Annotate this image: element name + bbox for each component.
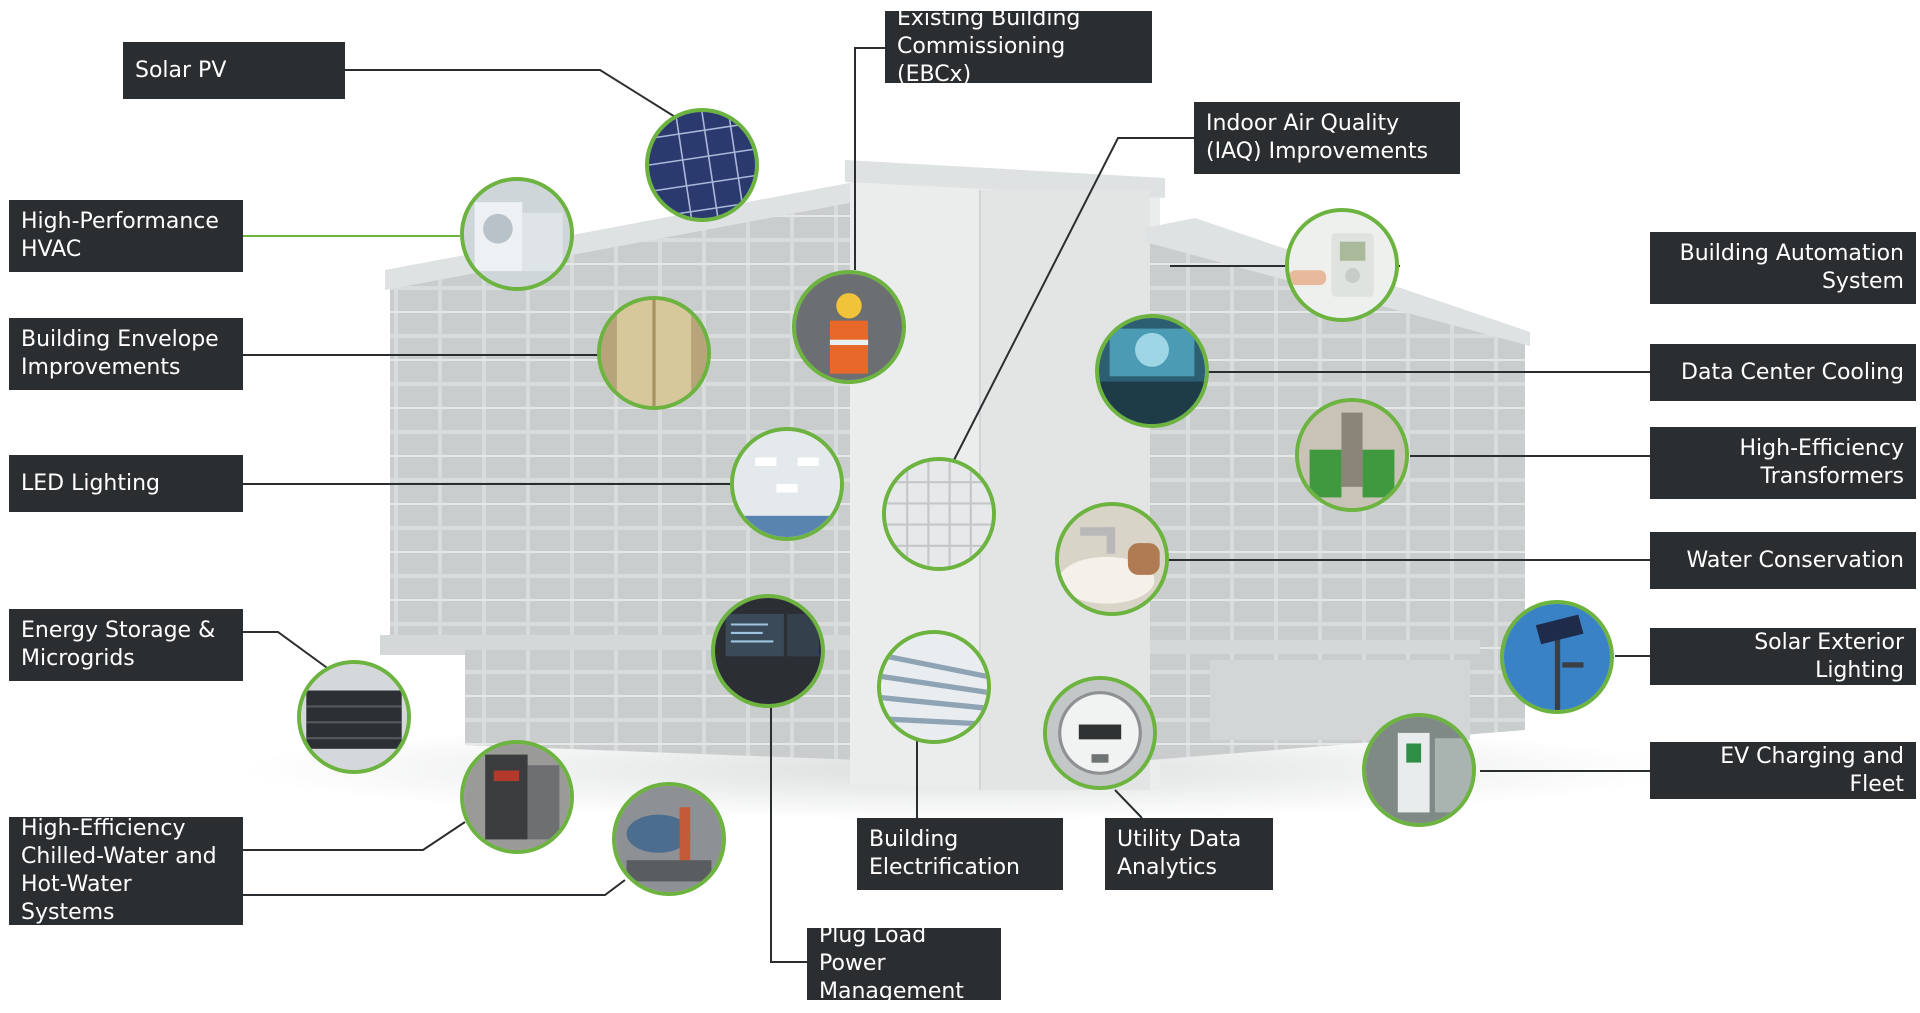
- cooling-fan-icon: [1099, 318, 1205, 424]
- label-chilled: High-Efficiency Chilled-Water and Hot-Wa…: [9, 816, 243, 925]
- label-led: LED Lighting: [9, 455, 243, 512]
- transformer-icon: [1299, 402, 1405, 508]
- solar-pv-bubble: [645, 108, 759, 222]
- ceiling-light-icon: [734, 431, 840, 537]
- boiler-icon: [464, 744, 570, 850]
- air-filter-icon: [886, 461, 992, 567]
- datacenter-bubble: [1095, 314, 1209, 428]
- label-storage: Energy Storage & Microgrids: [9, 609, 243, 681]
- label-hvac: High-Performance HVAC: [9, 200, 243, 272]
- electrification-bubble: [877, 630, 991, 744]
- solar-ext-bubble: [1500, 600, 1614, 714]
- label-led-text: LED Lighting: [21, 470, 161, 496]
- label-datacenter-text: Data Center Cooling: [1681, 359, 1904, 385]
- faucet-icon: [1059, 506, 1165, 612]
- label-datacenter: Data Center Cooling: [1650, 344, 1916, 401]
- label-utility-text: Utility Data Analytics: [1117, 827, 1242, 880]
- ev-bubble: [1362, 713, 1476, 827]
- label-ev: EV Charging and Fleet: [1650, 742, 1916, 799]
- label-hvac-text: High-Performance HVAC: [21, 209, 219, 262]
- led-bubble: [730, 427, 844, 541]
- ebcx-bubble: [792, 270, 906, 384]
- label-iaq: Indoor Air Quality (IAQ) Improvements: [1194, 102, 1460, 174]
- label-solar-pv-text: Solar PV: [135, 57, 227, 83]
- chilled-1-bubble: [460, 740, 574, 854]
- leader-line-chilled-1: [243, 821, 466, 851]
- hvac-unit-icon: [464, 181, 570, 287]
- label-utility: Utility Data Analytics: [1105, 818, 1273, 890]
- leader-line-chilled-2: [243, 879, 626, 896]
- battery-icon: [301, 664, 407, 770]
- transformers-bubble: [1295, 398, 1409, 512]
- chilled-2-bubble: [612, 782, 726, 896]
- iaq-bubble: [882, 457, 996, 571]
- label-bas-text: Building Automation System: [1679, 241, 1904, 294]
- ev-charger-icon: [1366, 717, 1472, 823]
- envelope-bubble: [597, 296, 711, 410]
- label-electrification-text: Building Electrification: [869, 827, 1021, 880]
- label-ev-text: EV Charging and Fleet: [1720, 743, 1904, 797]
- leader-line-plug: [770, 690, 807, 963]
- plug-bubble: [711, 594, 825, 708]
- leader-line-utility: [1114, 789, 1143, 819]
- thermostat-icon: [1289, 212, 1395, 318]
- label-envelope-text: Building Envelope Improvements: [21, 327, 219, 380]
- conduit-icon: [881, 634, 987, 740]
- utility-bubble: [1043, 676, 1157, 790]
- leader-lines: [243, 47, 1650, 963]
- label-envelope: Building Envelope Improvements: [9, 318, 243, 390]
- label-plug: Plug Load Power Management: [807, 923, 1001, 1004]
- leader-line-solar-pv: [345, 69, 681, 121]
- solar-streetlight-icon: [1504, 604, 1610, 710]
- insulation-icon: [601, 300, 707, 406]
- chiller-icon: [616, 786, 722, 892]
- label-plug-text: Plug Load Power Management: [819, 923, 964, 1004]
- worker-icon: [796, 274, 902, 380]
- label-water-text: Water Conservation: [1686, 547, 1904, 573]
- water-bubble: [1055, 502, 1169, 616]
- label-bas: Building Automation System: [1650, 232, 1916, 304]
- label-transformers-text: High-Efficiency Transformers: [1739, 436, 1904, 489]
- label-electrification: Building Electrification: [857, 818, 1063, 890]
- hvac-bubble: [460, 177, 574, 291]
- label-ebcx: Existing Building Commissioning (EBCx): [885, 6, 1152, 87]
- meter-icon: [1047, 680, 1153, 786]
- label-water: Water Conservation: [1650, 532, 1916, 589]
- monitor-icon: [715, 598, 821, 704]
- label-chilled-text: High-Efficiency Chilled-Water and Hot-Wa…: [21, 816, 217, 925]
- label-transformers: High-Efficiency Transformers: [1650, 427, 1916, 499]
- label-storage-text: Energy Storage & Microgrids: [21, 618, 216, 671]
- leader-line-iaq: [953, 137, 1194, 461]
- leader-line-ebcx: [854, 47, 885, 270]
- label-solar-ext: Solar Exterior Lighting: [1650, 628, 1916, 685]
- leader-line-storage: [243, 631, 331, 671]
- label-solar-pv: Solar PV: [123, 42, 345, 99]
- label-ebcx-text: Existing Building Commissioning (EBCx): [897, 6, 1081, 87]
- label-solar-ext-text: Solar Exterior Lighting: [1754, 629, 1904, 683]
- bas-bubble: [1285, 208, 1399, 322]
- storage-bubble: [297, 660, 411, 774]
- label-iaq-text: Indoor Air Quality (IAQ) Improvements: [1206, 111, 1429, 164]
- solar-panel-icon: [649, 112, 755, 218]
